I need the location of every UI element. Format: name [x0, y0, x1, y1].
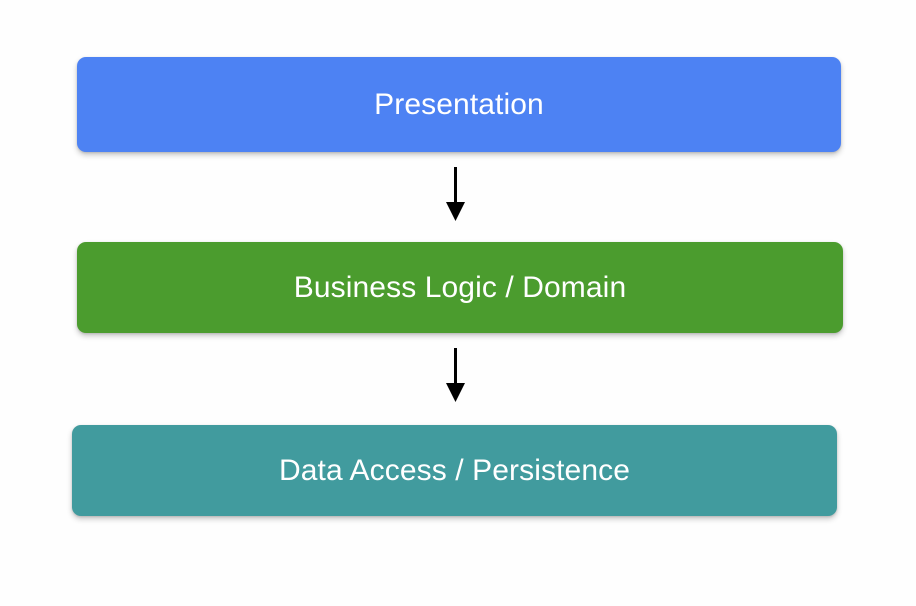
layer-node-presentation[interactable]: Presentation [77, 57, 841, 152]
layer-label-business: Business Logic / Domain [293, 270, 627, 304]
layer-label-data: Data Access / Persistence [279, 453, 630, 487]
layer-label-presentation: Presentation [374, 87, 544, 121]
layer-node-data[interactable]: Data Access / Persistence [72, 425, 837, 516]
arrow-down-icon-presentation-to-business [430, 163, 486, 223]
layer-node-business[interactable]: Business Logic / Domain [77, 242, 843, 333]
arrow-down-icon-business-to-data [430, 344, 486, 404]
